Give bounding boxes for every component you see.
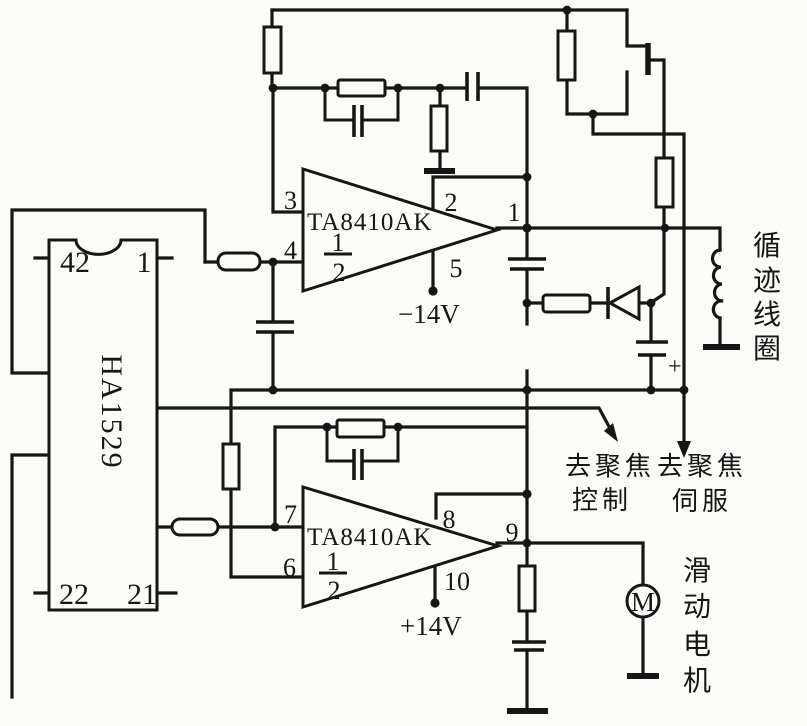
capacitor (508, 257, 546, 271)
wire-output1 (495, 226, 722, 346)
capacitor (465, 72, 480, 101)
svg-text:线: 线 (753, 299, 781, 331)
svg-text:滑: 滑 (683, 556, 711, 587)
ic-pin-1: 1 (137, 246, 152, 279)
svg-text:去聚焦: 去聚焦 (565, 452, 655, 481)
resistor (221, 442, 241, 491)
motor-icon: M (625, 583, 661, 619)
capacitor (256, 320, 294, 334)
opamp2-frac-den: 2 (328, 576, 341, 605)
wire-focus-servo (591, 112, 686, 450)
capacitor-polarized (636, 340, 668, 357)
resistor (262, 25, 283, 75)
motor-label: M (631, 587, 655, 617)
diode-triangle (606, 284, 641, 322)
svg-text:循: 循 (753, 230, 781, 262)
opamp1-name: TA8410AK (307, 209, 432, 236)
wire-feedback2 (273, 425, 529, 529)
wire-pin6 (229, 487, 304, 579)
arrow-to-focus-servo-icon (677, 441, 691, 458)
wire-rc1-bracket (323, 86, 400, 122)
junction-dots (268, 5, 689, 608)
svg-text:迹: 迹 (753, 265, 781, 297)
opamp2-pin10: 10 (444, 567, 470, 596)
wire-pin3 (271, 86, 304, 214)
ic-name: HA1529 (95, 354, 128, 469)
ic-body (47, 238, 159, 612)
svg-text:机: 机 (683, 665, 711, 697)
arrow-to-focus-control-icon (604, 423, 618, 442)
tracking-coil-caption: 循 迹 线 圈 (753, 230, 781, 365)
resistor (335, 418, 386, 439)
opamp2-pin7: 7 (284, 500, 297, 529)
ic-pin-21: 21 (127, 578, 157, 611)
wire-left-loop-top (10, 208, 207, 375)
opamp1-triangle (301, 166, 503, 294)
wire-output-to-diode (649, 226, 666, 305)
opamp1-frac-den: 2 (333, 258, 346, 287)
resistor (216, 251, 262, 272)
opamp1-pin5: 5 (450, 254, 463, 283)
opamp2-pin9: 9 (506, 518, 519, 547)
svg-text:控制: 控制 (572, 486, 632, 515)
resistor (654, 156, 675, 209)
capacitor (352, 449, 364, 480)
capacitor (352, 105, 364, 137)
opamp1-pin1: 1 (508, 198, 521, 227)
wire-rc2-bracket (325, 425, 400, 463)
wire-pin8 (434, 492, 529, 520)
svg-text:电: 电 (683, 629, 711, 661)
capacitor (512, 640, 546, 652)
wire-left-loop-bottom (10, 453, 51, 699)
svg-text:动: 动 (683, 592, 711, 623)
wire-pin2 (431, 175, 529, 212)
motor-circle (625, 583, 661, 619)
svg-text:伺服: 伺服 (672, 487, 732, 516)
resistor (541, 293, 592, 314)
inductor-coil-icon (710, 248, 724, 320)
focus-servo-caption: 去聚焦 伺服 (657, 452, 747, 516)
grounds (424, 168, 740, 714)
opamp2-frac-num: 1 (327, 547, 340, 576)
svg-text:圈: 圈 (753, 334, 781, 365)
wire-ic-stubs (33, 256, 178, 595)
wire-mid-bus (229, 388, 687, 446)
wire-pin9-output (495, 541, 645, 676)
resistor (517, 564, 537, 613)
opamp2-supply-label: +14V (400, 611, 462, 641)
opamp1-frac-num: 1 (332, 228, 345, 257)
opamp1-pin2: 2 (445, 188, 458, 217)
opamp1-pin3: 3 (284, 186, 297, 215)
resistors (170, 25, 675, 613)
opamp2-name: TA8410AK (307, 524, 432, 551)
resistor (556, 29, 577, 82)
diode-icon (606, 284, 641, 322)
opamp2-pin8: 8 (443, 505, 456, 534)
slide-motor-caption: 滑 动 电 机 (683, 556, 711, 697)
ic-pin-42: 42 (60, 246, 90, 279)
capacitors (256, 72, 668, 652)
wires (10, 8, 722, 711)
opamp2-triangle (301, 484, 504, 610)
capacitor-plus-label: + (668, 354, 682, 380)
svg-text:去聚焦: 去聚焦 (657, 452, 747, 481)
ic-pin-22: 22 (59, 578, 89, 611)
resistor (429, 104, 449, 153)
wire-focus-control (155, 406, 616, 437)
opamp1-supply-label: −14V (398, 299, 460, 329)
opamp1-pin4: 4 (284, 236, 297, 265)
resistor (336, 78, 387, 98)
focus-control-caption: 去聚焦 控制 (565, 452, 655, 515)
resistor (170, 517, 220, 537)
opamp2-pin6: 6 (283, 553, 296, 582)
